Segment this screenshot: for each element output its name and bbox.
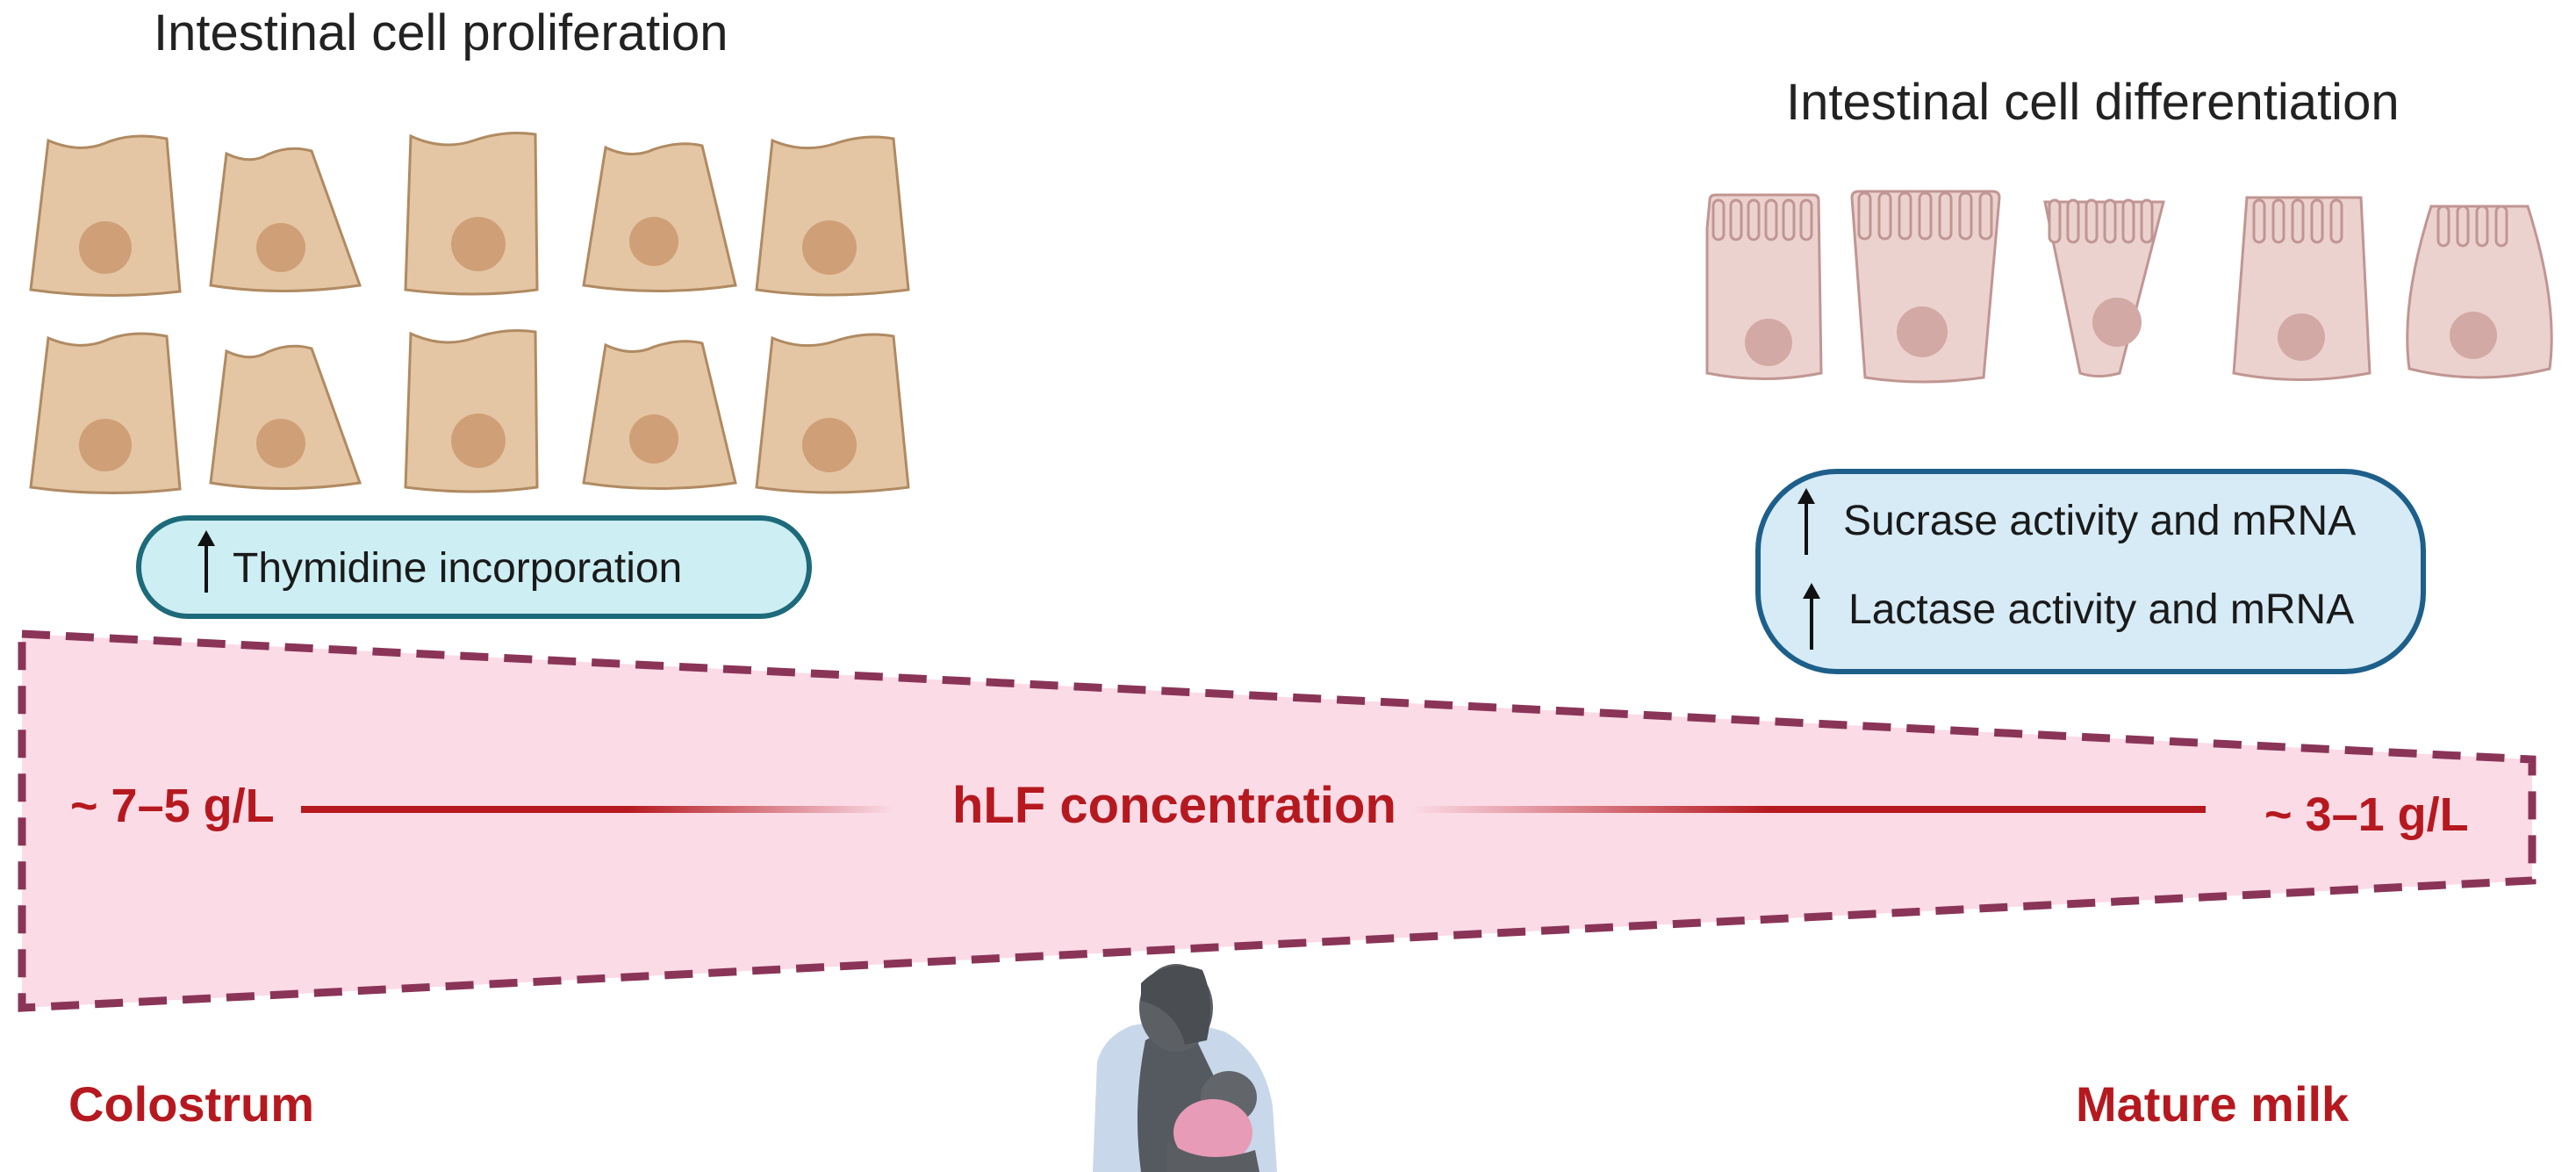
thymidine-box (136, 515, 812, 619)
proliferation-heading: Intestinal cell proliferation (154, 4, 728, 61)
enterocyte-with-microvilli-icon (2043, 200, 2165, 377)
concentration-gradient-wedge (18, 629, 2537, 1012)
proliferating-cell-icon (404, 132, 539, 296)
mature-milk-concentration-value: ~ 3–1 g/L (2264, 788, 2469, 841)
proliferating-cell-icon (582, 142, 737, 292)
breastfeeding-mother-icon (1093, 964, 1277, 1172)
colostrum-label: Colostrum (68, 1076, 314, 1132)
microvilli (1711, 191, 2508, 248)
thymidine-label: Thymidine incorporation (233, 545, 683, 592)
up-arrow-icon (1803, 583, 1820, 650)
proliferating-cell-icon (404, 329, 539, 493)
up-arrow-icon (197, 530, 215, 593)
gradient-line-left (301, 806, 893, 813)
mature-milk-label: Mature milk (2076, 1076, 2350, 1132)
proliferating-cells-group (29, 132, 910, 495)
proliferating-cell-icon (755, 135, 910, 297)
enterocyte-with-microvilli-icon (2406, 205, 2553, 379)
proliferating-cell-nuclei (79, 217, 857, 472)
sucrase-label: Sucrase activity and mRNA (1843, 498, 2357, 544)
proliferating-cell-icon (29, 134, 182, 298)
differentiation-heading: Intestinal cell differentiation (1786, 74, 2400, 131)
proliferating-cell-icon (582, 340, 737, 490)
hlf-concentration-label: hLF concentration (952, 777, 1396, 834)
enzyme-activity-box (1755, 469, 2426, 674)
up-arrow-icon (1797, 488, 1815, 555)
differentiated-cell-nuclei (1745, 298, 2497, 366)
lactase-label: Lactase activity and mRNA (1848, 586, 2355, 633)
gradient-line-right (1411, 806, 2206, 813)
colostrum-concentration-value: ~ 7–5 g/L (70, 780, 275, 832)
proliferating-cell-icon (209, 147, 362, 292)
proliferating-cell-icon (209, 344, 362, 490)
proliferating-cell-icon (29, 332, 182, 495)
proliferating-cell-icon (755, 333, 910, 494)
